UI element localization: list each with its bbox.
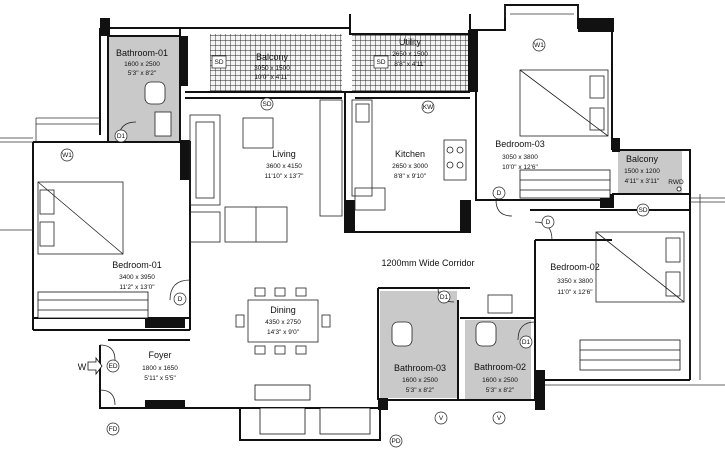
dining-name: Dining	[270, 305, 296, 315]
dining-size: 4350 x 2750	[265, 319, 301, 326]
room-label-living: Living 3600 x 4150 11'10" x 13'7"	[265, 149, 304, 180]
balcony-1-imperial: 10'0" x 4'11"	[254, 74, 290, 81]
utility-name: Utility	[399, 37, 421, 47]
balcony-1-name: Balcony	[256, 52, 289, 62]
tags	[60, 38, 650, 448]
room-label-balcony-1: Balcony 3050 x 1500 10'0" x 4'11"	[254, 52, 290, 81]
living-name: Living	[272, 149, 296, 159]
tag-w-entry: W	[78, 362, 87, 372]
tag-sd-utility: SD	[376, 59, 385, 66]
balcony-1-size: 3050 x 1500	[254, 65, 290, 72]
room-label-foyer: Foyer 1800 x 1650 5'11" x 5'5"	[142, 350, 178, 382]
bedroom-01-imperial: 11'2" x 13'0"	[119, 284, 155, 291]
kitchen-size: 2650 x 3000	[392, 163, 428, 170]
utility-size: 2650 x 1500	[392, 51, 428, 58]
foyer-name: Foyer	[148, 350, 171, 360]
balcony-2-name: Balcony	[626, 154, 659, 164]
tag-d-bed3: D	[497, 190, 502, 197]
bathroom-01-name: Bathroom-01	[116, 48, 168, 58]
room-label-balcony-2: Balcony 1500 x 1200 4'11" x 3'11"	[624, 154, 660, 185]
living-imperial: 11'10" x 13'7"	[265, 173, 304, 180]
living-size: 3600 x 4150	[266, 163, 302, 170]
entry-arrow-icon	[87, 356, 103, 376]
windows	[37, 169, 681, 435]
room-label-utility: Utility 2650 x 1500 8'8" x 4'11"	[392, 37, 428, 68]
room-label-dining: Dining 4350 x 2750 14'3" x 9'0"	[265, 305, 301, 336]
bedroom-02-size: 3350 x 3800	[557, 278, 593, 285]
bathroom-02-size: 1600 x 2500	[482, 377, 518, 384]
bedroom-02-imperial: 11'0" x 12'6"	[557, 289, 593, 296]
room-label-bathroom-02: Bathroom-02 1600 x 2500 5'3" x 8'2"	[474, 362, 526, 394]
tag-d1-bath3: D1	[440, 294, 449, 301]
utility-imperial: 8'8" x 4'11"	[394, 61, 426, 68]
bedroom-02-bed	[595, 231, 685, 303]
tag-pd: PD	[391, 438, 400, 445]
bedroom-01-size: 3400 x 3950	[119, 274, 155, 281]
utility-grid	[352, 34, 468, 92]
outer-lines	[0, 5, 725, 386]
bathroom-01-imperial: 5'3" x 8'2"	[128, 70, 157, 77]
tag-sd-balcony: SD	[638, 207, 647, 214]
bedroom-03-bed	[519, 69, 609, 137]
dining-imperial: 14'3" x 9'0"	[267, 329, 300, 336]
room-label-bedroom-03: Bedroom-03 3050 x 3800 10'0" x 12'6"	[495, 139, 545, 171]
bathroom-02-name: Bathroom-02	[474, 362, 526, 372]
bedroom-03-name: Bedroom-03	[495, 139, 545, 149]
bedroom-01-bed	[37, 181, 124, 255]
tag-d-bed2: D	[546, 219, 551, 226]
corridor-label: 1200mm Wide Corridor	[381, 258, 474, 268]
room-label-kitchen: Kitchen 2650 x 3000 8'8" x 9'10"	[392, 149, 428, 180]
tag-d-bed1: D	[178, 296, 183, 303]
tag-v-bath2: V	[497, 415, 502, 422]
tag-sd-living: SD	[262, 101, 271, 108]
dining-table	[235, 287, 331, 355]
tag-fd: FD	[109, 426, 118, 433]
bedroom-03-imperial: 10'0" x 12'6"	[502, 164, 538, 171]
bedroom-02-name: Bedroom-02	[550, 262, 600, 272]
foyer-imperial: 5'11" x 5'5"	[144, 375, 176, 382]
wall-blocks	[100, 18, 620, 410]
room-label-bedroom-01: Bedroom-01 3400 x 3950 11'2" x 13'0"	[112, 260, 162, 291]
tag-kw: KW	[423, 104, 434, 111]
tag-d1-bath1: D1	[117, 133, 126, 140]
foyer-size: 1800 x 1650	[142, 365, 178, 372]
tag-w1-bed3: W1	[534, 42, 544, 49]
tag-ed: ED	[108, 363, 117, 370]
tag-d1-bath2: D1	[522, 339, 531, 346]
kitchen-counters	[351, 99, 467, 211]
bedroom-01-name: Bedroom-01	[112, 260, 162, 270]
balcony-2-imperial: 4'11" x 3'11"	[625, 178, 660, 185]
kitchen-name: Kitchen	[395, 149, 425, 159]
room-label-bathroom-01: Bathroom-01 1600 x 2500 5'3" x 8'2"	[116, 48, 168, 77]
balcony-grid	[210, 34, 342, 92]
bathroom-03-imperial: 5'3" x 8'2"	[406, 387, 435, 394]
tag-w1-bed1: W1	[62, 152, 72, 159]
bathroom-01-size: 1600 x 2500	[124, 61, 160, 68]
balcony-2-floor	[618, 150, 682, 194]
bedroom-03-size: 3050 x 3800	[502, 154, 538, 161]
tag-rwd: RWD	[668, 179, 684, 186]
room-label-bedroom-02: Bedroom-02 3350 x 3800 11'0" x 12'6"	[550, 262, 600, 296]
rwd-pipe-icon	[676, 186, 682, 192]
living-furniture	[189, 99, 343, 243]
room-label-bathroom-03: Bathroom-03 1600 x 2500 5'3" x 8'2"	[394, 363, 446, 394]
bathroom-03-floor	[380, 291, 457, 398]
tag-sd-balcony-1: SD	[214, 59, 223, 66]
tag-labels: D1 W1 D SD W1 D D SD D1 D1 ED FD V V PD …	[62, 42, 684, 445]
bathroom-03-size: 1600 x 2500	[402, 377, 438, 384]
balcony-2-size: 1500 x 1200	[624, 168, 660, 175]
kitchen-imperial: 8'8" x 9'10"	[394, 173, 427, 180]
bathroom-fixtures	[144, 81, 513, 347]
tag-v-bath3: V	[439, 415, 444, 422]
bathroom-03-name: Bathroom-03	[394, 363, 446, 373]
bathroom-02-imperial: 5'3" x 8'2"	[486, 387, 515, 394]
